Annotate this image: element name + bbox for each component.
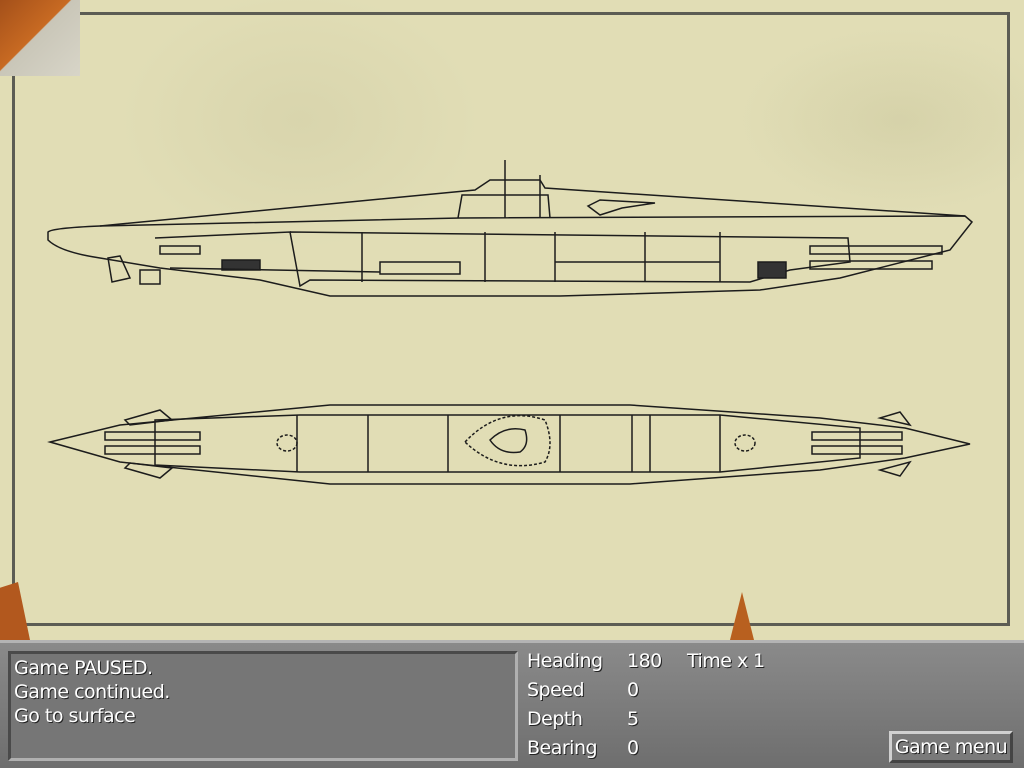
blueprint-frame	[12, 12, 1010, 626]
blueprint-paper	[0, 0, 1024, 640]
submarine-side-view	[47, 160, 974, 297]
heading-value: 180	[627, 650, 662, 672]
bearing-value: 0	[627, 737, 639, 759]
submarine-blueprint	[47, 160, 974, 485]
message-line: Go to surface	[14, 705, 136, 727]
paper-corner-fold	[0, 0, 80, 76]
time-value: 1	[753, 650, 765, 672]
game-menu-button[interactable]: Game menu	[889, 731, 1013, 763]
navigation-stats: Heading 180 Time x 1 Speed 0 Depth 5 Bea…	[527, 649, 765, 765]
message-line: Game continued.	[14, 681, 170, 703]
message-log: Game PAUSED. Game continued. Go to surfa…	[8, 651, 518, 761]
speed-label: Speed	[527, 679, 585, 701]
depth-value: 5	[627, 708, 639, 730]
bearing-label: Bearing	[527, 737, 598, 759]
submarine-top-view	[47, 404, 971, 485]
heading-label: Heading	[527, 650, 603, 672]
speed-value: 0	[627, 679, 639, 701]
status-panel: Game PAUSED. Game continued. Go to surfa…	[0, 640, 1024, 768]
depth-label: Depth	[527, 708, 583, 730]
time-label: Time x	[687, 650, 748, 672]
message-line: Game PAUSED.	[14, 657, 153, 679]
